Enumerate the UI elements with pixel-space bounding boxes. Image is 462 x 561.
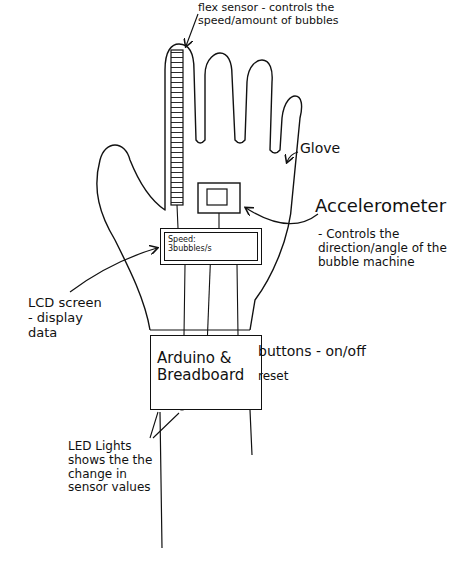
- lcd-screen: Speed: 3bubbles/s: [160, 228, 262, 265]
- arduino-box: Arduino & Breadboard: [150, 335, 262, 410]
- node-text: Arduino & Breadboard: [157, 350, 239, 385]
- callout-label: reset: [258, 370, 318, 384]
- leader-arrow: [70, 248, 157, 292]
- leader-arrow: [186, 14, 198, 46]
- node-text: Speed: 3bubbles/s: [168, 235, 218, 253]
- leader-arrow: [287, 152, 298, 162]
- callout-note: flex sensor - controls the speed/amount …: [198, 2, 348, 27]
- wire: [177, 205, 238, 335]
- forearm-line: [160, 410, 252, 548]
- glove-cuff: [150, 329, 250, 330]
- accelerometer-chip: [207, 189, 227, 205]
- wire-connector: [207, 265, 210, 335]
- callout-label: buttons - on/off: [258, 343, 398, 359]
- leader-line: [150, 412, 179, 438]
- callout-label: Glove: [300, 140, 360, 156]
- leader-arrow: [246, 208, 318, 224]
- callout-note: LED Lights shows the the change in senso…: [68, 440, 163, 495]
- flex-sensor: [171, 50, 183, 205]
- callout-note: - Controls the direction/angle of the bu…: [318, 228, 453, 269]
- accelerometer: [198, 183, 240, 213]
- hand-outline: [97, 44, 302, 330]
- callout-note: LCD screen - display data: [28, 296, 106, 341]
- callout-label: Accelerometer: [315, 196, 455, 217]
